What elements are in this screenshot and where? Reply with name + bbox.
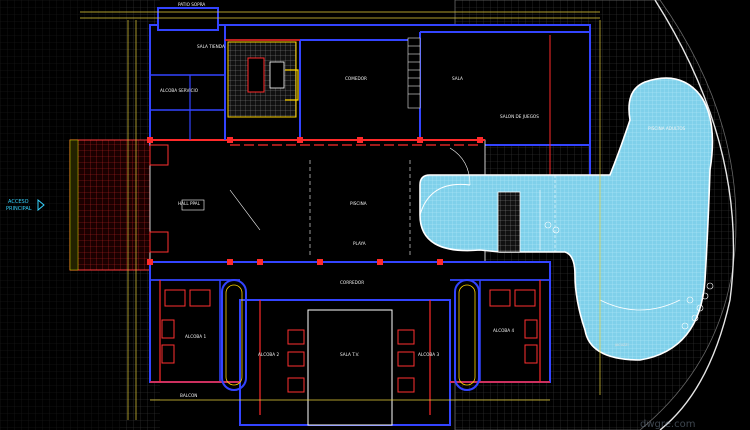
entrance-porch [69, 139, 151, 271]
label-sala-tienda: SALA TIENDA [197, 44, 225, 49]
watermark: dwgre.com [640, 419, 695, 430]
label-sala: SALA [452, 76, 463, 81]
swimming-pool [419, 77, 714, 361]
entrance-label-line1: ACCESO [8, 199, 29, 205]
label-alcoba3: ALCOBA 3 [418, 352, 439, 357]
label-piscina-top: PISCINA [350, 201, 367, 206]
label-hall: HALL PPAL [178, 201, 201, 206]
furniture [149, 144, 538, 393]
room-labels: ACCESO PRINCIPAL PATIO SOPRA SALA TIENDA… [6, 2, 686, 398]
stairs-top [407, 37, 421, 109]
label-alcoba1: ALCOBA 1 [185, 334, 206, 339]
label-alcoba4: ALCOBA 4 [493, 328, 514, 333]
round-towers [221, 279, 480, 391]
entrance-label-line2: PRINCIPAL [6, 206, 32, 212]
label-comedor-top: COMEDOR [345, 76, 367, 81]
entrance-marker [37, 198, 45, 212]
label-jacuzzi: JACUZZI [614, 343, 629, 347]
dimension-lines [80, 11, 601, 420]
label-alcoba-servicio: ALCOBA SERVICIO [160, 88, 199, 93]
label-alcoba2: ALCOBA 2 [258, 352, 279, 357]
label-piscina-adultos: PISCINA ADULTOS [648, 126, 686, 131]
label-playa: PLAYA [353, 241, 366, 246]
label-corredor: CORREDOR [340, 280, 364, 285]
hall-details [181, 147, 471, 255]
label-sala-tv: SALA T.V. [340, 352, 359, 357]
label-patio: PATIO SOPRA [178, 2, 205, 7]
label-salon-juegos: SALON DE JUEGOS [500, 114, 539, 119]
label-balcon: BALCON [180, 393, 197, 398]
kitchen-block [227, 41, 299, 118]
